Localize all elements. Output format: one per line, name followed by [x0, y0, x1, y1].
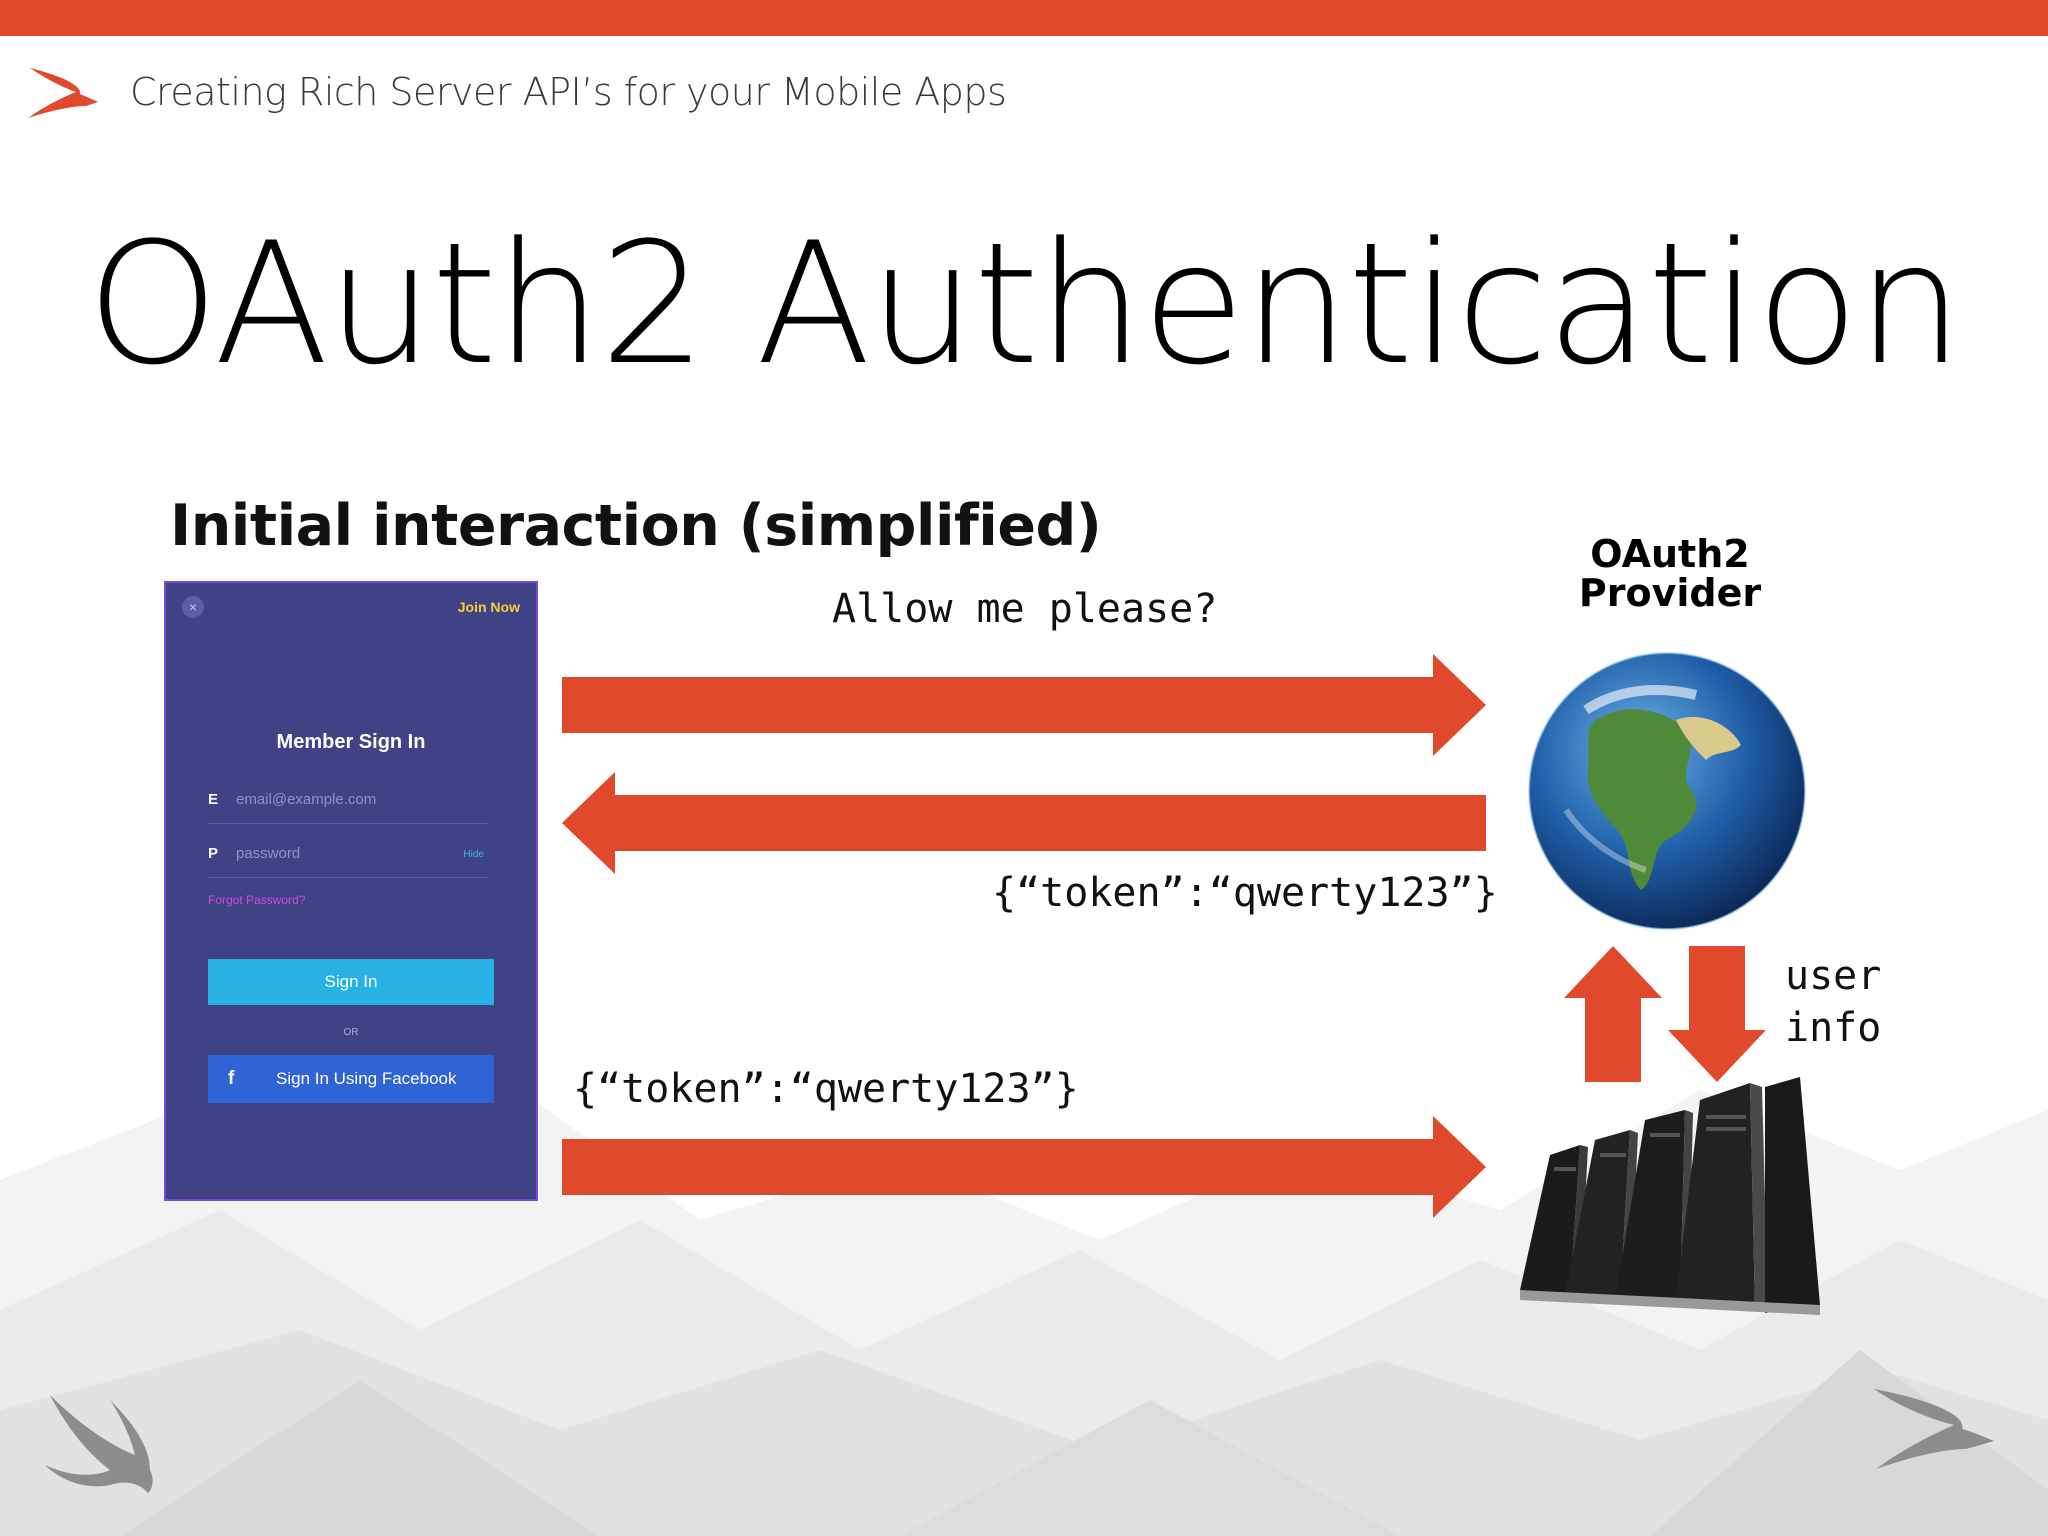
password-placeholder: password	[236, 845, 301, 862]
header-title: Creating Rich Server API’s for your Mobi…	[130, 70, 1007, 114]
provider-label-text: OAuth2 Provider	[1578, 532, 1762, 615]
token-response-label: {“token”:“qwerty123”}	[992, 870, 1498, 916]
or-divider: OR	[343, 1027, 359, 1038]
arrow-up	[1564, 946, 1662, 1082]
sign-in-button[interactable]: Sign In	[208, 959, 494, 1005]
password-field[interactable]: P password Hide	[208, 837, 488, 878]
swift-logo-icon	[28, 68, 98, 118]
forgot-password-link[interactable]: Forgot Password?	[208, 893, 306, 907]
oauth2-provider-label: OAuth2 Provider	[1560, 535, 1780, 613]
arrow-down-user-info	[1668, 946, 1766, 1082]
close-icon[interactable]: ×	[182, 596, 204, 618]
login-screen-mockup: × Join Now Member Sign In E email@exampl…	[164, 581, 538, 1201]
request-label: Allow me please?	[832, 586, 1218, 632]
facebook-icon: f	[228, 1068, 235, 1089]
email-placeholder: email@example.com	[236, 791, 377, 808]
arrow-token-send-right	[562, 1116, 1486, 1218]
email-field[interactable]: E email@example.com	[208, 783, 488, 824]
hide-password-toggle[interactable]: Hide	[463, 849, 484, 860]
top-accent-bar	[0, 0, 2048, 36]
member-sign-in-heading: Member Sign In	[276, 731, 426, 753]
facebook-sign-in-button[interactable]: f Sign In Using Facebook	[208, 1055, 494, 1103]
token-send-label: {“token”:“qwerty123”}	[573, 1066, 1079, 1112]
swift-logo-icon-bottom-left	[45, 1395, 153, 1493]
swift-logo-icon-bottom-right	[1874, 1389, 1994, 1469]
server-rack-icon	[1520, 1077, 1820, 1315]
join-now-link[interactable]: Join Now	[457, 599, 520, 615]
user-info-label: user info	[1785, 953, 1882, 1051]
email-key: E	[208, 791, 219, 808]
facebook-sign-in-label: Sign In Using Facebook	[276, 1069, 457, 1088]
password-key: P	[208, 845, 219, 862]
arrow-request-right	[562, 654, 1486, 756]
slide-subtitle: Initial interaction (simplified)	[170, 493, 1102, 559]
arrow-token-left	[562, 772, 1486, 874]
slide-title: OAuth2 Authentication	[86, 206, 1964, 402]
globe-icon	[1528, 652, 1806, 930]
